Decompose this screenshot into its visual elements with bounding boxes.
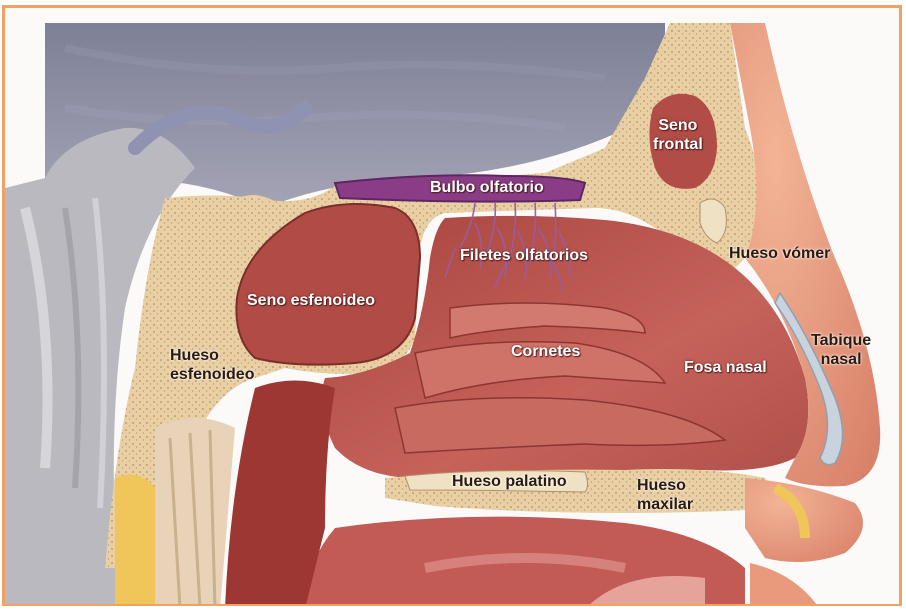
cervical-fat (115, 475, 155, 606)
label-seno-frontal: Seno frontal (653, 116, 703, 154)
nasal-cavity-illustration (5, 8, 902, 606)
label-bulbo-olfatorio: Bulbo olfatorio (430, 178, 544, 197)
label-cornetes: Cornetes (511, 342, 580, 361)
label-hueso-palatino: Hueso palatino (452, 472, 567, 491)
label-hueso-vomer: Hueso vómer (729, 244, 830, 263)
label-seno-esfenoideo: Seno esfenoideo (247, 291, 375, 310)
label-hueso-esfenoideo: Hueso esfenoideo (170, 346, 254, 384)
label-filetes-olfatorios: Filetes olfatorios (460, 246, 588, 265)
illustration-frame: Seno frontal Bulbo olfatorio Filetes olf… (2, 5, 902, 606)
label-hueso-maxilar: Hueso maxilar (637, 476, 693, 514)
label-fosa-nasal: Fosa nasal (684, 358, 767, 377)
label-tabique-nasal: Tabique nasal (811, 331, 871, 369)
